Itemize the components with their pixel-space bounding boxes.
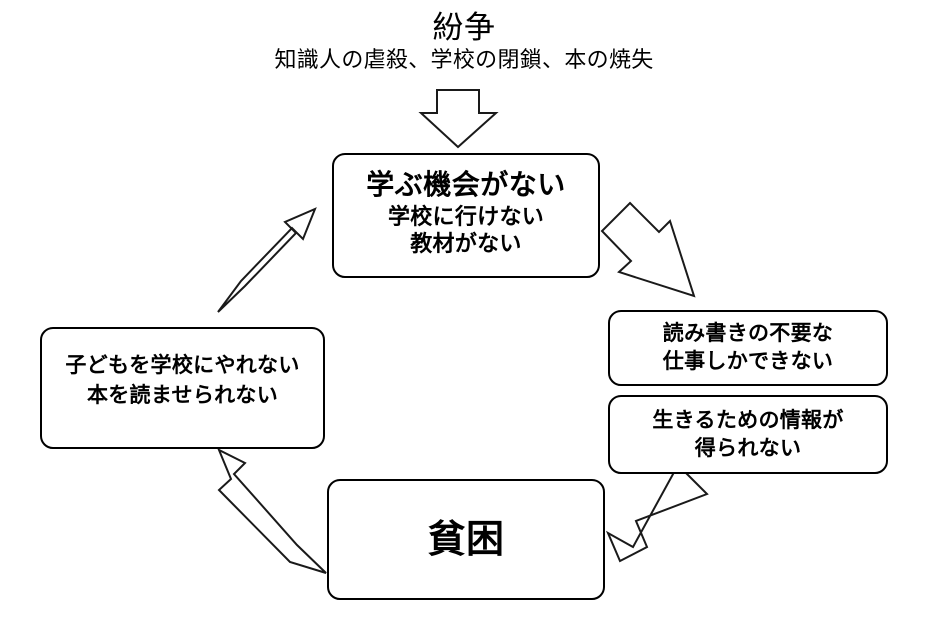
node-poverty[interactable]: 貧困 <box>327 479 605 600</box>
node-work-line-1: 読み書きの不要な <box>662 322 834 345</box>
node-children-line-2: 本を読ませられない <box>86 384 279 407</box>
node-info-line-2: 得られない <box>694 436 802 460</box>
arrow-conflict-to-learning <box>418 89 499 149</box>
node-children-cannot-attend-school[interactable]: 子どもを学校にやれない 本を読ませられない <box>40 327 325 449</box>
node-work-line-2: 仕事しかできない <box>662 350 834 373</box>
node-children-line-1: 子どもを学校にやれない <box>65 354 300 377</box>
node-learning-line-1: 学校に行けない <box>387 204 545 229</box>
arrow-poverty-to-children <box>217 447 327 574</box>
arrow-info-to-poverty <box>605 463 709 563</box>
node-learning-line-2: 教材がない <box>410 231 522 256</box>
page-title: 紛争 <box>432 10 496 45</box>
diagram-title-block: 紛争 知識人の虐殺、学校の閉鎖、本の焼失 <box>0 10 928 74</box>
node-unskilled-work[interactable]: 読み書きの不要な 仕事しかできない <box>608 310 888 386</box>
node-no-information[interactable]: 生きるための情報が 得られない <box>608 395 888 474</box>
arrow-children-to-learning <box>217 207 317 313</box>
node-info-line-1: 生きるための情報が <box>652 408 844 432</box>
node-poverty-heading: 貧困 <box>427 518 505 561</box>
arrow-learning-to-work <box>600 201 696 298</box>
page-subtitle: 知識人の虐殺、学校の閉鎖、本の焼失 <box>274 47 654 72</box>
node-learning-opportunity[interactable]: 学ぶ機会がない 学校に行けない 教材がない <box>332 153 600 278</box>
node-learning-heading: 学ぶ機会がない <box>366 169 566 200</box>
